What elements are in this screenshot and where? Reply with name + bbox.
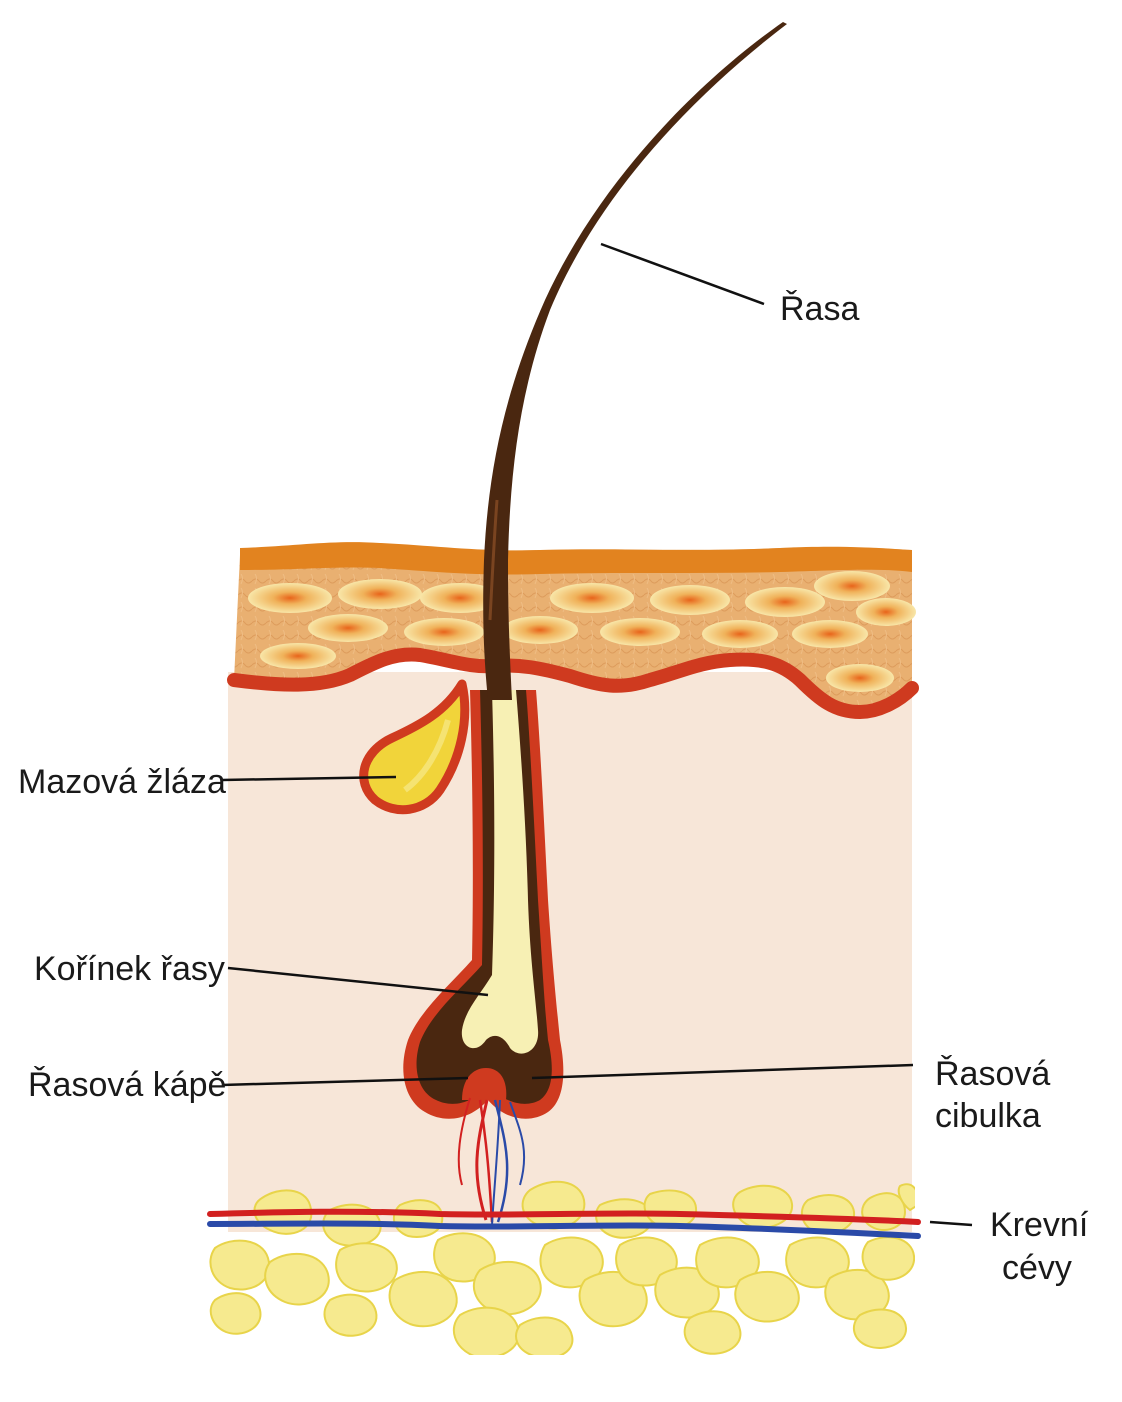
leader-lines bbox=[221, 242, 973, 1227]
leader-krevni-cevy bbox=[929, 1220, 973, 1227]
label-mazova-zlaza: Mazová žláza bbox=[18, 763, 226, 801]
label-korinek-rasy: Kořínek řasy bbox=[34, 950, 225, 988]
epidermis-layer bbox=[227, 542, 919, 720]
dermis-layer bbox=[228, 672, 912, 1232]
labels: Řasa Mazová žláza Kořínek řasy Řasová ká… bbox=[18, 290, 1089, 1287]
label-krevni-cevy-line2: cévy bbox=[1002, 1249, 1072, 1287]
label-rasova-kape: Řasová kápě bbox=[28, 1066, 226, 1104]
blood-vessels bbox=[207, 1208, 921, 1239]
label-rasova-cibulka-line1: Řasová bbox=[935, 1055, 1050, 1093]
label-rasova-cibulka-line2: cibulka bbox=[935, 1097, 1041, 1135]
label-krevni-cevy-line1: Krevní bbox=[990, 1206, 1089, 1244]
subcutaneous-fat bbox=[209, 1180, 915, 1355]
eyelash-shaft bbox=[483, 22, 787, 700]
leader-korinek-rasy bbox=[227, 966, 489, 997]
hair-follicle bbox=[403, 690, 564, 1119]
epidermis-cells bbox=[248, 571, 916, 692]
leader-mazova-zlaza bbox=[221, 775, 397, 782]
leader-rasova-cibulka bbox=[531, 1063, 914, 1080]
label-rasa: Řasa bbox=[780, 290, 859, 328]
leader-rasova-kape bbox=[221, 1076, 469, 1087]
leader-rasa bbox=[600, 242, 765, 306]
